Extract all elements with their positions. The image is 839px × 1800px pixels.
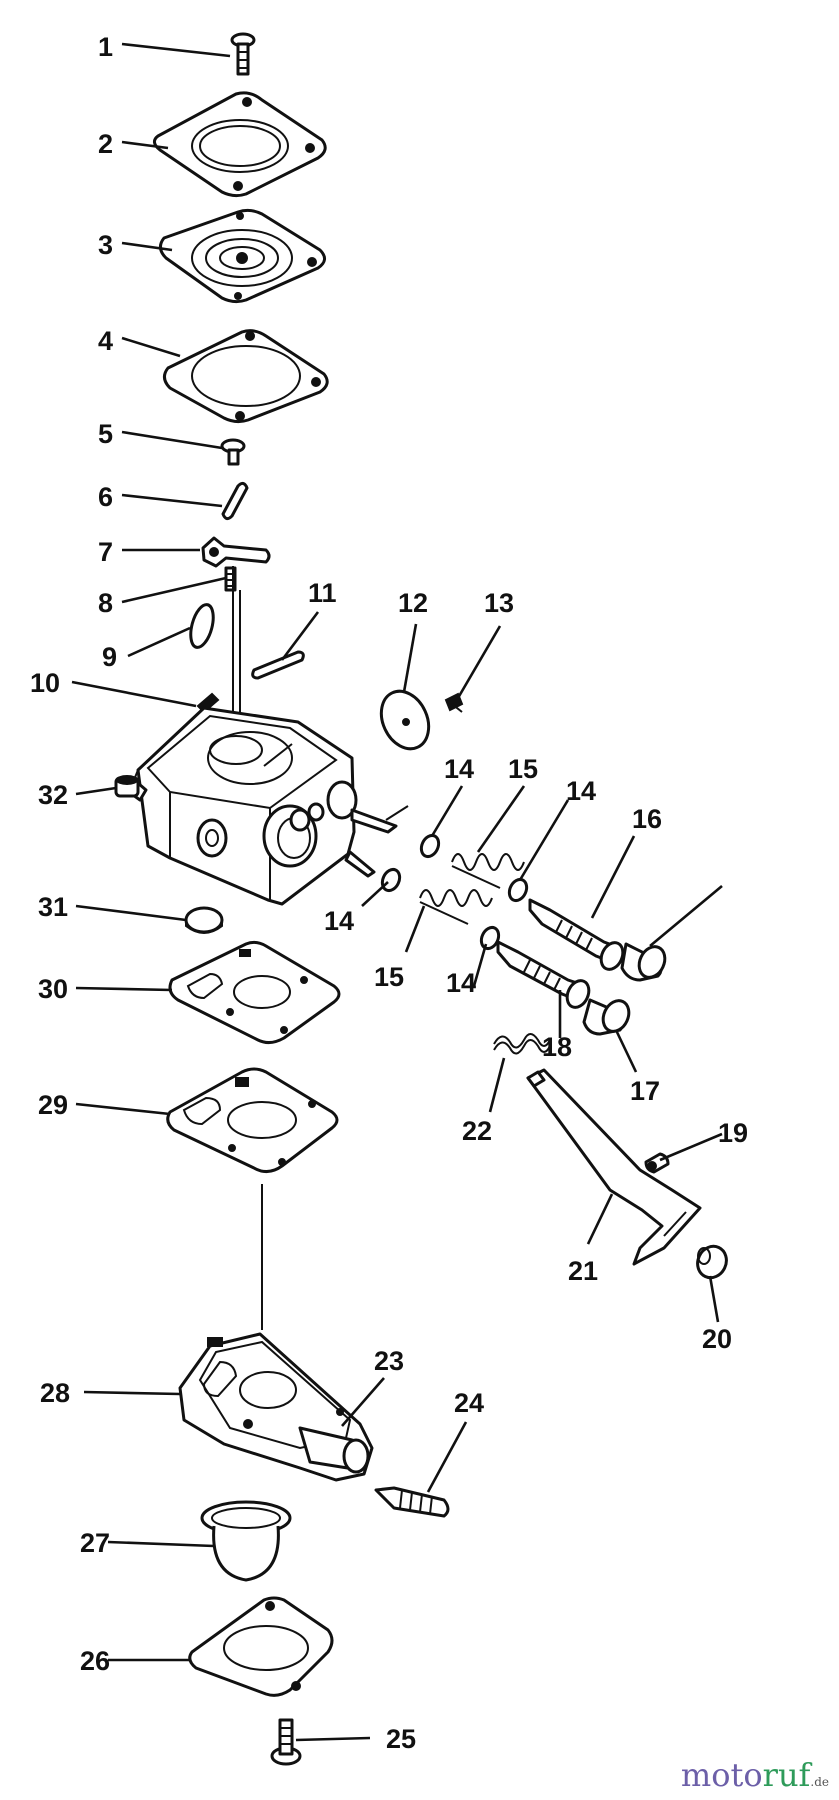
callout-11: 11 bbox=[308, 578, 337, 608]
part-14-ring-a bbox=[419, 833, 441, 859]
callout-27: 27 bbox=[80, 1528, 110, 1558]
callout-15-b: 15 bbox=[374, 962, 404, 992]
part-6-pin bbox=[221, 481, 249, 521]
part-18-needle bbox=[496, 940, 591, 1009]
carburetor-body bbox=[124, 706, 409, 906]
callout-13: 13 bbox=[484, 588, 514, 618]
part-3-diaphragm bbox=[159, 208, 326, 304]
part-16-needle bbox=[528, 898, 625, 971]
callout-19: 19 bbox=[718, 1118, 748, 1148]
callout-31: 31 bbox=[38, 892, 68, 922]
part-17-cap bbox=[582, 998, 631, 1036]
watermark-part2: ruf bbox=[762, 1756, 811, 1794]
part-29-gasket bbox=[166, 1067, 339, 1173]
part-2-cover-plate bbox=[153, 91, 327, 198]
callout-25: 25 bbox=[386, 1724, 416, 1754]
callout-16: 16 bbox=[632, 804, 662, 834]
callout-14-b: 14 bbox=[566, 776, 596, 806]
part-1-screw bbox=[230, 32, 256, 76]
part-12-throttle-disc bbox=[379, 689, 431, 751]
callout-32: 32 bbox=[38, 780, 68, 810]
part-14-ring-c bbox=[380, 867, 402, 893]
callout-6: 6 bbox=[98, 482, 113, 512]
watermark-logo: motoruf.de bbox=[681, 1756, 829, 1794]
part-28-pump-cover bbox=[178, 1332, 374, 1482]
watermark-part1: moto bbox=[680, 1756, 763, 1794]
callout-28: 28 bbox=[40, 1378, 70, 1408]
callout-26: 26 bbox=[80, 1646, 110, 1676]
callout-20: 20 bbox=[702, 1324, 732, 1354]
callout-24: 24 bbox=[454, 1388, 484, 1418]
callout-labels: 1 2 3 4 5 6 7 8 9 10 11 12 13 14 15 14 1… bbox=[30, 32, 748, 1754]
callout-2: 2 bbox=[98, 129, 113, 159]
part-7-lever bbox=[201, 536, 271, 568]
part-9-o-ring bbox=[189, 603, 215, 649]
leader-lines bbox=[71, 42, 723, 1742]
callout-30: 30 bbox=[38, 974, 68, 1004]
callout-4: 4 bbox=[98, 326, 113, 356]
callout-5: 5 bbox=[98, 419, 113, 449]
part-26-retainer-plate bbox=[188, 1596, 334, 1697]
callout-12: 12 bbox=[398, 588, 428, 618]
callout-8: 8 bbox=[98, 588, 113, 618]
part-16-cap bbox=[620, 942, 667, 982]
watermark-part3: .de bbox=[810, 1775, 829, 1789]
callout-29: 29 bbox=[38, 1090, 68, 1120]
callout-3: 3 bbox=[98, 230, 113, 260]
part-15-spring-b bbox=[419, 889, 493, 925]
callout-18: 18 bbox=[542, 1032, 572, 1062]
part-27-primer-bulb bbox=[200, 1500, 292, 1582]
part-22-spring bbox=[493, 1033, 551, 1055]
callout-14-c: 14 bbox=[324, 906, 354, 936]
part-21-metering-lever bbox=[526, 1068, 702, 1266]
callout-22: 22 bbox=[462, 1116, 492, 1146]
callout-14-a: 14 bbox=[444, 754, 474, 784]
callout-10: 10 bbox=[30, 668, 60, 698]
callout-7: 7 bbox=[98, 537, 113, 567]
part-32-cap bbox=[114, 775, 140, 798]
callout-23: 23 bbox=[374, 1346, 404, 1376]
part-20-pin bbox=[696, 1244, 728, 1280]
part-5-screw bbox=[220, 438, 246, 466]
part-25-screw bbox=[270, 1718, 302, 1766]
callout-15-a: 15 bbox=[508, 754, 538, 784]
part-30-gasket bbox=[168, 940, 341, 1045]
leader-16-extra bbox=[649, 885, 723, 947]
part-15-spring-a bbox=[451, 853, 525, 889]
part-11-pin bbox=[251, 650, 305, 680]
part-14-ring-b bbox=[507, 877, 529, 903]
callout-17: 17 bbox=[630, 1076, 660, 1106]
part-24-screw bbox=[374, 1486, 450, 1518]
callout-1: 1 bbox=[98, 32, 113, 62]
part-4-gasket bbox=[163, 329, 329, 424]
callout-9: 9 bbox=[102, 642, 117, 672]
callout-14-d: 14 bbox=[446, 968, 476, 998]
callout-21: 21 bbox=[568, 1256, 598, 1286]
part-31-filter bbox=[184, 906, 224, 934]
